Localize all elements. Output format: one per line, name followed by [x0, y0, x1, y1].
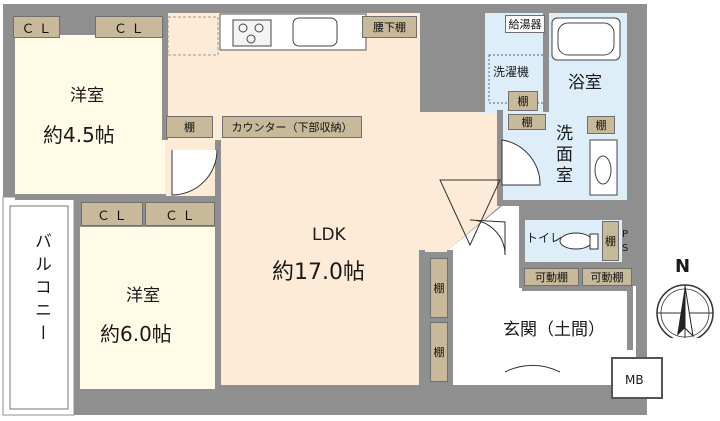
waist-shelf: 腰下棚 — [362, 16, 417, 38]
ldk-name: LDK — [312, 225, 346, 245]
water-heater: 給湯器 — [505, 15, 545, 33]
toilet-tank — [589, 233, 599, 250]
interior-walls — [15, 10, 633, 410]
shelf-6: 棚 — [587, 116, 615, 134]
movable-shelf-2: 可動棚 — [582, 268, 632, 286]
washroom-label: 洗面室 — [552, 124, 572, 187]
shelf-7: 棚 — [602, 221, 619, 261]
shelf-2: 棚 — [430, 258, 448, 318]
western-room-1-floor — [15, 35, 166, 195]
compass-north-label: N — [675, 256, 691, 277]
bathtub-inner — [557, 22, 615, 56]
western-room-2-size: 約6.0帖 — [100, 322, 172, 346]
bathtub — [551, 17, 621, 61]
mb-label: MB — [625, 373, 644, 387]
bath-label: 浴室 — [568, 73, 602, 93]
compass-icon — [656, 284, 714, 338]
western-room-2-name: 洋室 — [126, 286, 160, 306]
sink — [292, 17, 338, 47]
movable-shelf-1: 可動棚 — [524, 268, 579, 286]
entrance-floor — [448, 286, 636, 385]
counter-storage: カウンター（下部収納） — [222, 116, 362, 138]
closet-cl-3: ＣＬ — [81, 202, 143, 226]
mb-area — [611, 357, 663, 399]
stove — [232, 19, 272, 47]
toilet-bowl — [559, 232, 593, 250]
western-room-1-size: 約4.5帖 — [43, 123, 115, 147]
burner — [254, 23, 264, 33]
closet-cl-4: ＣＬ — [145, 202, 215, 226]
washing-machine-label: 洗濯機 — [493, 65, 530, 79]
western-room-2-floor — [80, 227, 215, 389]
balcony-label: バルコニー — [31, 232, 51, 347]
shelf-3: 棚 — [430, 322, 448, 382]
shelf-1: 棚 — [166, 116, 213, 138]
doors — [171, 139, 561, 373]
shelf-4: 棚 — [508, 91, 538, 111]
ps-label: PS — [622, 229, 629, 254]
western-room-1-name: 洋室 — [70, 86, 104, 106]
basin-bowl — [594, 155, 612, 185]
burner — [246, 34, 256, 44]
entrance-label: 玄関（土間） — [503, 320, 605, 340]
ldk-floor-main — [218, 112, 500, 385]
closet-cl-2: ＣＬ — [95, 16, 163, 38]
burner — [238, 23, 248, 33]
toilet-label: トイレ — [526, 231, 563, 245]
balcony-floor — [9, 205, 69, 410]
shelf-5: 棚 — [508, 114, 546, 130]
closet-cl-1: ＣＬ — [13, 16, 60, 38]
wash-basin — [589, 139, 618, 196]
ldk-size: 約17.0帖 — [272, 260, 365, 285]
